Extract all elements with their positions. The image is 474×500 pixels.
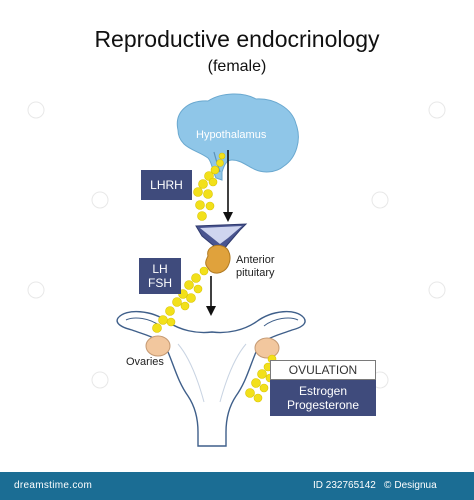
pituitary-gland [195, 223, 248, 274]
footer-bar: dreamstime.com ID 232765142 ©Designua [0, 472, 474, 500]
footer-site: dreamstime.com [14, 480, 93, 491]
ovary-right [254, 337, 280, 359]
lh-fsh-tag: LH FSH [139, 258, 181, 294]
page-subtitle: (female) [207, 58, 267, 75]
lhrh-tag: LHRH [141, 170, 192, 200]
lh-label: LH [152, 262, 168, 276]
hypothalamus-label: Hypothalamus [196, 129, 267, 141]
anterior-text: Anterior [236, 254, 275, 266]
footer-author-wrap: ©Designua [384, 480, 437, 491]
arrow-pituitary-to-ovaries [206, 276, 216, 316]
estrogen-label: Estrogen [298, 384, 348, 398]
ovulation-header: OVULATION [270, 360, 376, 380]
ovulation-hormones-box: Estrogen Progesterone [270, 380, 376, 416]
pituitary-text: pituitary [236, 267, 275, 279]
page-title: Reproductive endocrinology [94, 26, 380, 52]
uterus [116, 311, 306, 447]
brain [176, 93, 299, 181]
progesterone-label: Progesterone [286, 398, 360, 412]
fsh-label: FSH [148, 276, 172, 290]
copyright-symbol: © [384, 480, 392, 491]
footer-id: ID 232765142 [313, 480, 376, 491]
anterior-pituitary-label: Anterior pituitary [236, 254, 275, 280]
footer-author: Designua [394, 480, 437, 491]
arrow-hypothalamus-to-pituitary [223, 150, 233, 222]
lhrh-label: LHRH [150, 178, 183, 192]
watermark [27, 101, 446, 389]
ovaries-label: Ovaries [126, 356, 164, 368]
ovary-left [145, 335, 171, 357]
